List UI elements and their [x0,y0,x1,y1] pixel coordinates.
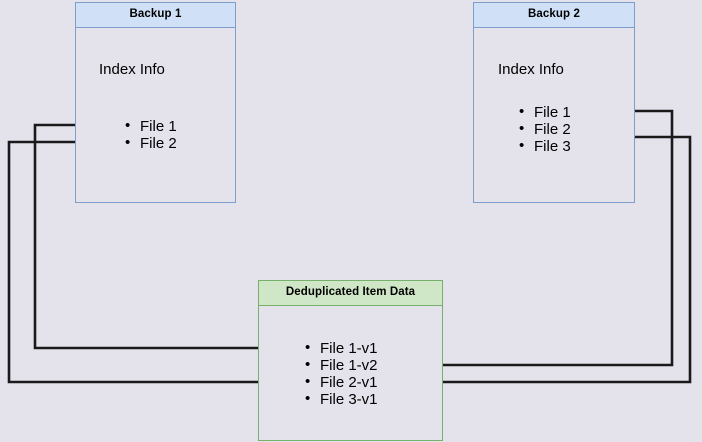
backup-2-file-list: File 1 File 2 File 3 [519,103,571,155]
deduplicated-item-list: File 1-v1 File 1-v2 File 2-v1 File 3-v1 [305,339,378,408]
deduplicated-item-data-body: File 1-v1 File 1-v2 File 2-v1 File 3-v1 [259,306,442,440]
list-item: File 1-v2 [305,356,378,374]
backup-2-body: Index Info File 1 File 2 File 3 [474,28,634,202]
list-item: File 1 [125,117,177,135]
deduplicated-item-data-box: Deduplicated Item Data File 1-v1 File 1-… [258,280,443,441]
backup-2-title: Backup 2 [474,3,634,28]
list-item: File 3 [519,137,571,155]
backup-1-body: Index Info File 1 File 2 [76,28,235,202]
list-item: File 3-v1 [305,390,378,408]
backup-1-title: Backup 1 [76,3,235,28]
backup-2-box: Backup 2 Index Info File 1 File 2 File 3 [473,2,635,203]
list-item: File 2-v1 [305,373,378,391]
list-item: File 2 [125,134,177,152]
deduplicated-item-data-title: Deduplicated Item Data [259,281,442,306]
backup-1-box: Backup 1 Index Info File 1 File 2 [75,2,236,203]
backup-1-index-info-label: Index Info [99,61,165,78]
list-item: File 2 [519,120,571,138]
list-item: File 1-v1 [305,339,378,357]
backup-2-index-info-label: Index Info [498,61,564,78]
backup-1-file-list: File 1 File 2 [125,117,177,152]
list-item: File 1 [519,103,571,121]
